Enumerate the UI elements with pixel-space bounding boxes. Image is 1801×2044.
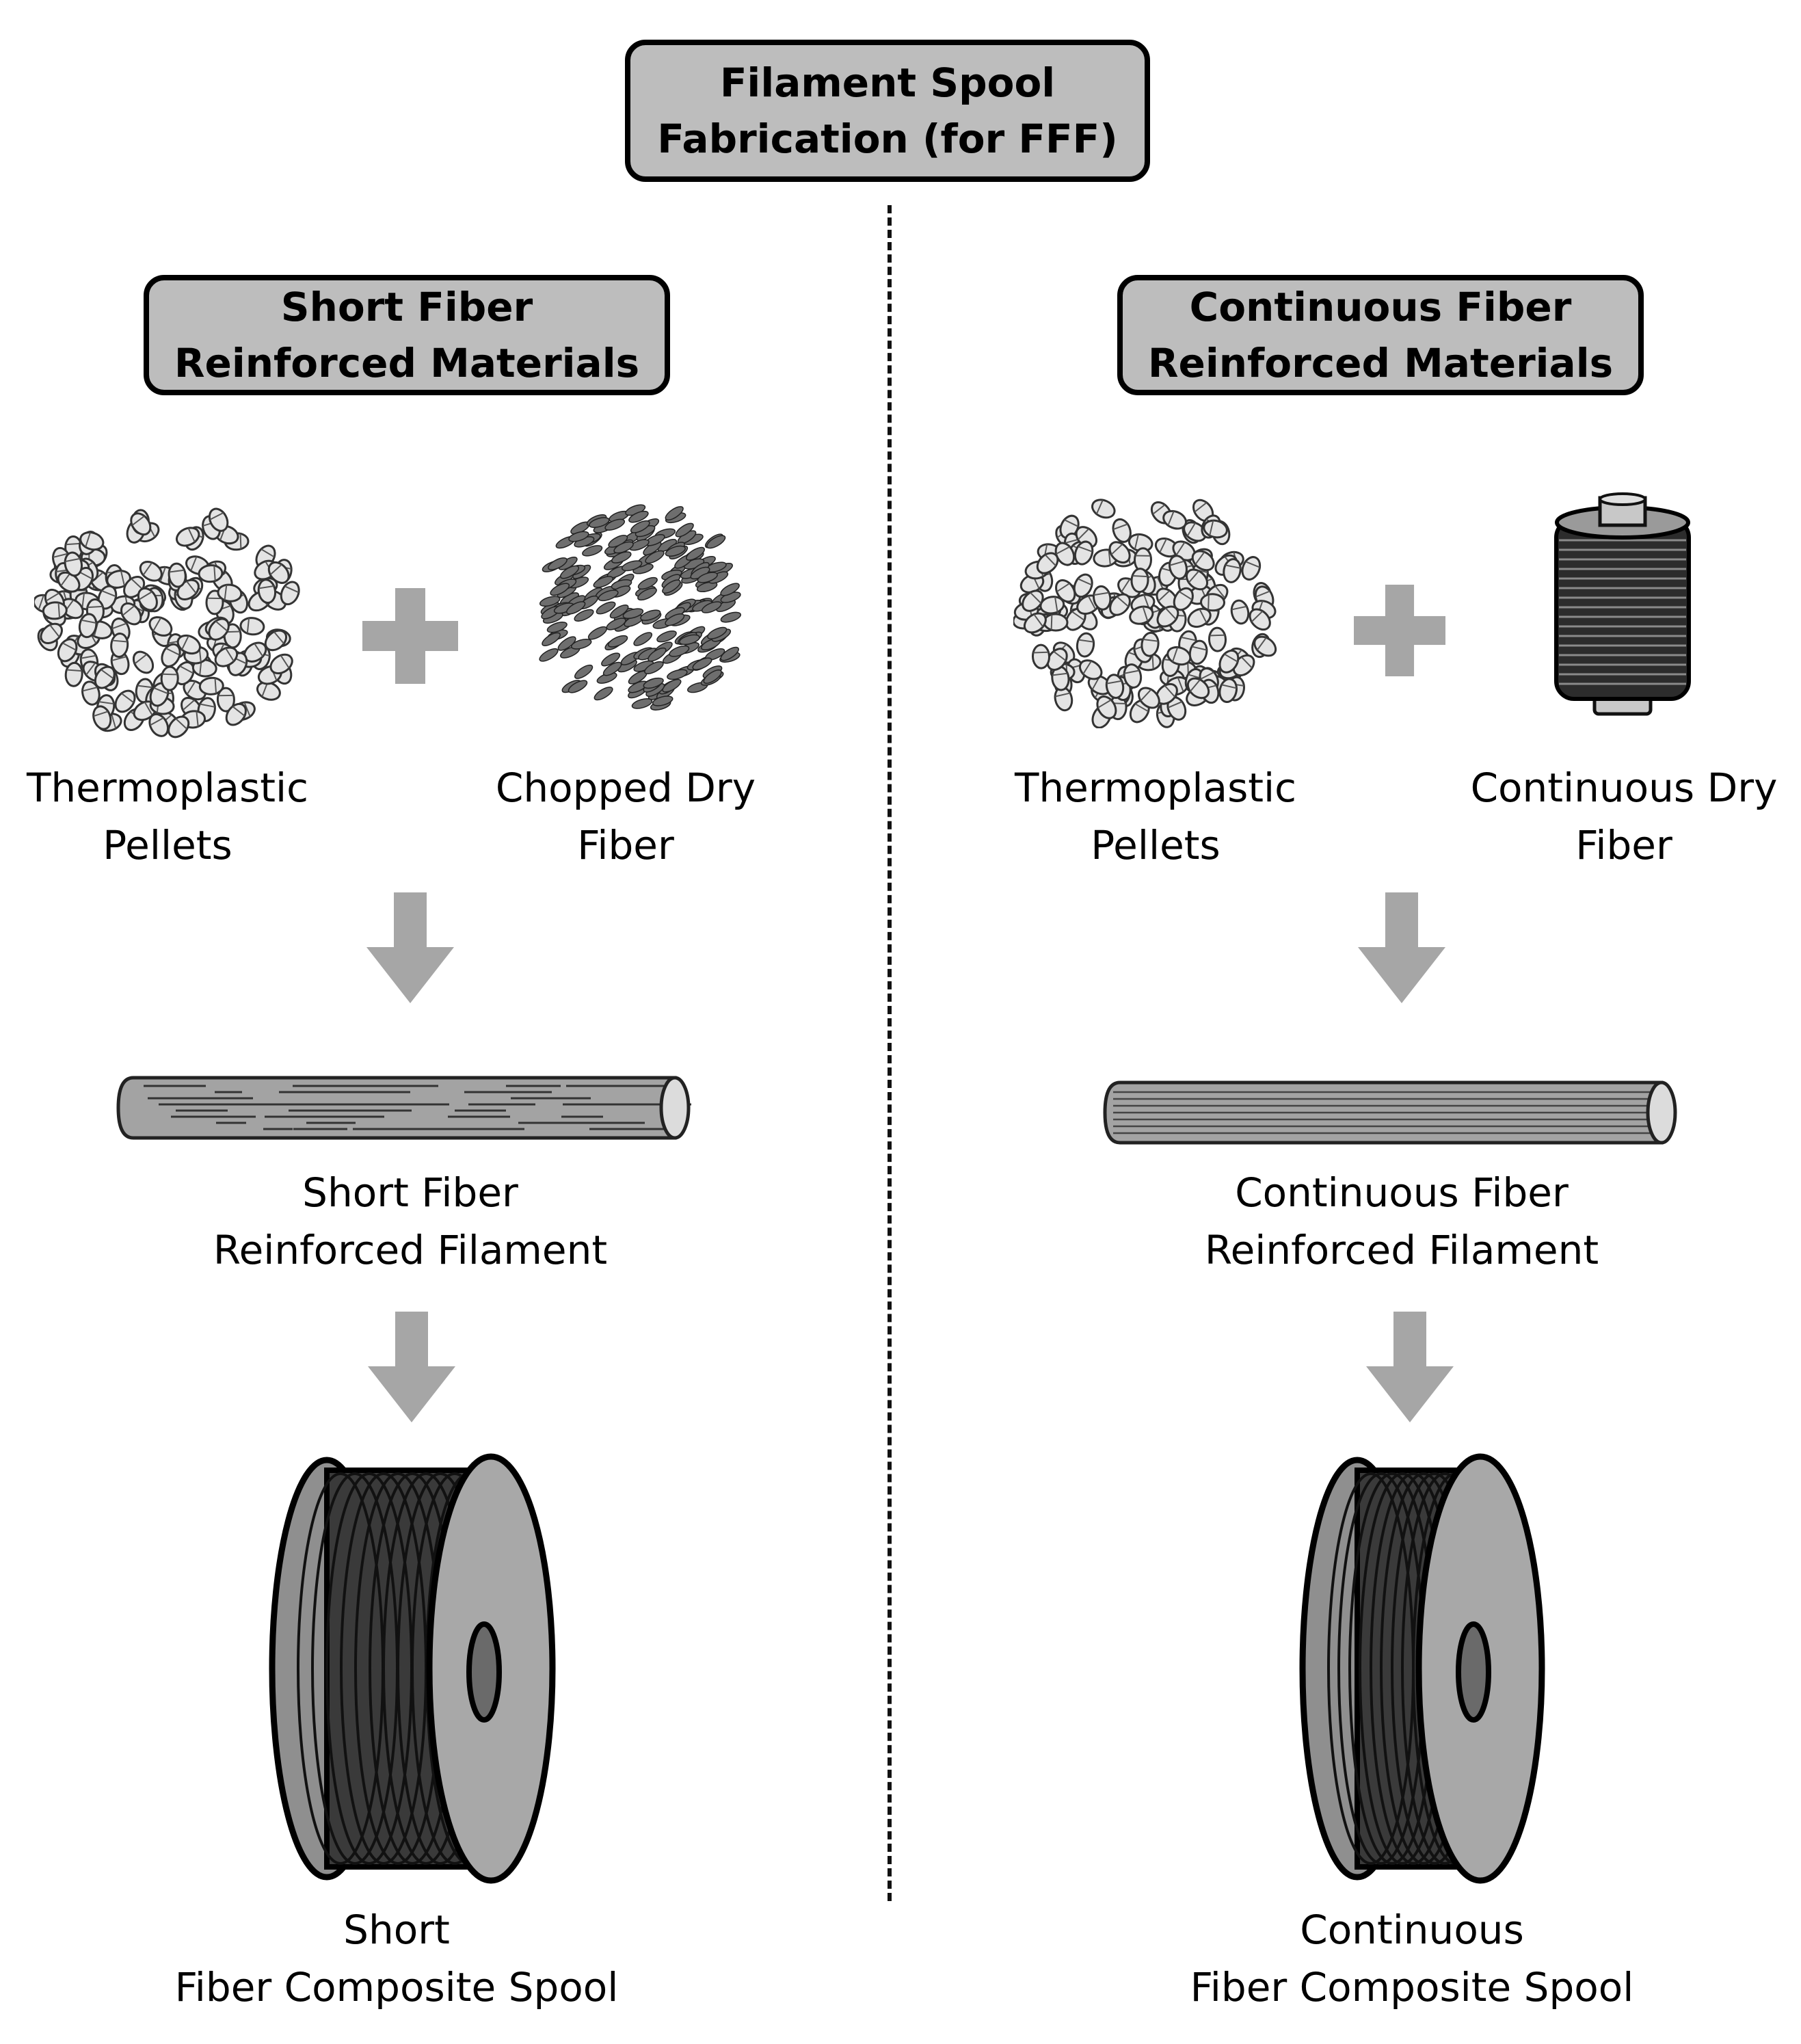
right-input1-label: Thermoplastic Pellets	[1002, 759, 1309, 874]
plus-icon	[362, 588, 458, 684]
spool-icon	[1299, 1453, 1545, 1884]
pellets-icon	[1013, 499, 1277, 728]
down-arrow-icon	[1358, 892, 1445, 1003]
right-spool-label: Continuous Fiber Composite Spool	[1138, 1901, 1685, 2016]
right-input2-label: Continuous Dry Fiber	[1463, 759, 1785, 874]
left-header-line-2: Reinforced Materials	[174, 340, 640, 386]
filament-rod-icon	[1103, 1080, 1677, 1145]
spool-icon	[269, 1453, 556, 1884]
left-header-box: Short Fiber Reinforced Materials	[144, 275, 670, 395]
right-spool-line-2: Fiber Composite Spool	[1190, 1964, 1634, 2010]
left-input2-line-1: Chopped Dry	[495, 765, 756, 811]
right-input2-line-1: Continuous Dry	[1470, 765, 1778, 811]
left-header-line-1: Short Fiber	[280, 284, 533, 330]
right-filament-line-1: Continuous Fiber	[1235, 1169, 1569, 1216]
right-input2-line-2: Fiber	[1575, 822, 1672, 868]
right-header-line-2: Reinforced Materials	[1147, 340, 1614, 386]
right-input1-line-1: Thermoplastic	[1014, 765, 1297, 811]
right-header-line-1: Continuous Fiber	[1189, 284, 1572, 330]
left-input2-line-2: Fiber	[577, 822, 674, 868]
left-filament-line-1: Short Fiber	[302, 1169, 518, 1216]
right-filament-label: Continuous Fiber Reinforced Filament	[1128, 1164, 1675, 1279]
chopped-fiber-icon	[539, 504, 742, 711]
down-arrow-icon	[1366, 1312, 1454, 1422]
left-spool-line-2: Fiber Composite Spool	[174, 1964, 619, 2010]
left-input1-line-1: Thermoplastic	[26, 765, 309, 811]
fiber-bobbin-icon	[1554, 492, 1691, 716]
title-line-1: Filament Spool	[719, 59, 1056, 106]
left-input2-label: Chopped Dry Fiber	[472, 759, 779, 874]
down-arrow-icon	[366, 892, 454, 1003]
center-divider	[888, 205, 892, 1901]
down-arrow-icon	[368, 1312, 455, 1422]
right-filament-line-2: Reinforced Filament	[1204, 1227, 1599, 1273]
left-input1-line-2: Pellets	[103, 822, 232, 868]
right-header-box: Continuous Fiber Reinforced Materials	[1117, 275, 1644, 395]
left-filament-line-2: Reinforced Filament	[213, 1227, 608, 1273]
left-spool-label: Short Fiber Composite Spool	[123, 1901, 670, 2016]
plus-icon	[1354, 585, 1445, 676]
left-spool-line-1: Short	[343, 1907, 450, 1953]
filament-rod-icon	[116, 1076, 691, 1140]
pellets-icon	[34, 507, 300, 739]
title-box: Filament Spool Fabrication (for FFF)	[625, 40, 1150, 182]
right-input1-line-2: Pellets	[1091, 822, 1220, 868]
left-input1-label: Thermoplastic Pellets	[14, 759, 321, 874]
title-line-2: Fabrication (for FFF)	[657, 116, 1118, 162]
right-spool-line-1: Continuous	[1300, 1907, 1524, 1953]
left-filament-label: Short Fiber Reinforced Filament	[137, 1164, 684, 1279]
